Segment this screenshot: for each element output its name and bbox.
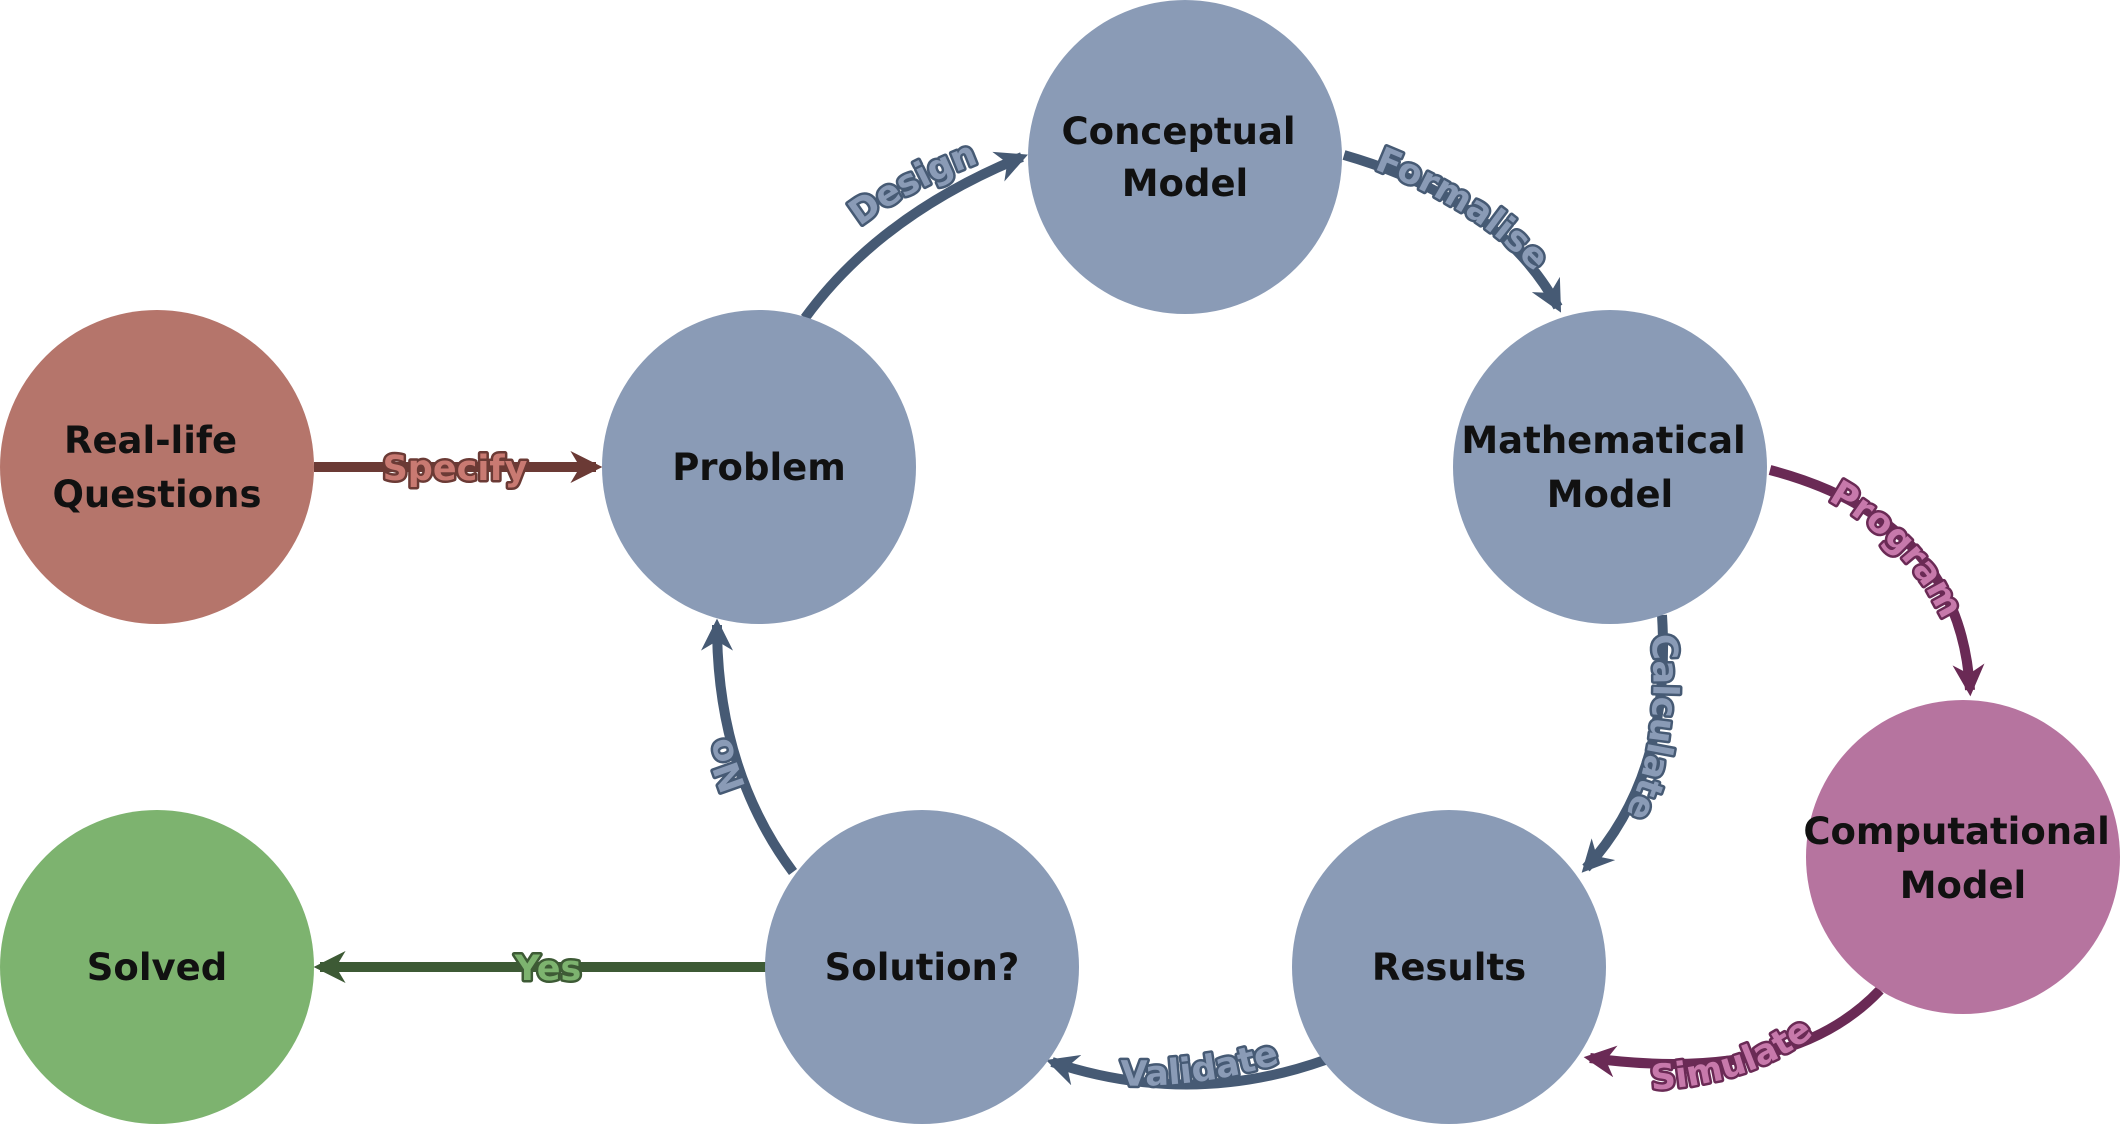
- edge-no-arrow: [701, 618, 798, 875]
- node-solution-label: Solution?: [825, 946, 1020, 989]
- node-computational-model-line-2: Model: [1900, 864, 2027, 907]
- edge-program-arrow: [1768, 465, 1985, 697]
- edge-design-arrow: [800, 151, 1028, 321]
- edge-label-formalise-text: Formalise: [1368, 138, 1559, 281]
- edge-label-specify: Specify: [383, 449, 528, 489]
- edge-simulate-arrow: [1583, 986, 1884, 1078]
- node-mathematical-model-line-2: Model: [1547, 473, 1674, 516]
- node-solution-circle: [765, 810, 1079, 1124]
- node-solved: Solved: [0, 810, 314, 1124]
- edge-calculate-arrow: [1581, 614, 1669, 873]
- edges: [313, 150, 1985, 1090]
- edge-label-validate: Validate: [1120, 1034, 1282, 1095]
- node-mathematical-model-line-1: Mathematical: [1461, 419, 1745, 462]
- edge-label-yes: Yes: [514, 949, 582, 989]
- node-problem-label: Problem: [672, 446, 846, 489]
- node-real-life-questions-circle: [0, 310, 314, 624]
- edge-formalise-arrow: [1342, 150, 1563, 313]
- node-results: Results: [1292, 810, 1606, 1124]
- node-mathematical-model-circle: [1453, 310, 1767, 624]
- node-real-life-questions-line-2: Questions: [52, 473, 261, 516]
- node-conceptual-model-label: Conceptual Model: [1062, 110, 1309, 205]
- node-real-life-questions-line-1: Real-life: [64, 419, 237, 462]
- node-computational-model: Computational Model: [1803, 700, 2120, 1014]
- edge-label-calculate-text: Calculate: [1615, 630, 1687, 829]
- node-conceptual-model-circle: [1028, 0, 1342, 314]
- edge-label-formalise: Formalise: [1370, 140, 1556, 278]
- node-conceptual-model-line-2: Model: [1122, 162, 1249, 205]
- edge-validate-arrow: [1045, 1054, 1327, 1090]
- node-computational-model-circle: [1806, 700, 2120, 1014]
- edge-label-program: Program: [1823, 473, 1970, 624]
- node-conceptual-model: Conceptual Model: [1028, 0, 1342, 314]
- node-results-label: Results: [1372, 946, 1526, 989]
- edge-label-calculate: Calculate: [1618, 633, 1685, 827]
- node-mathematical-model-label: Mathematical Model: [1461, 419, 1758, 516]
- node-mathematical-model: Mathematical Model: [1453, 310, 1767, 624]
- node-real-life-questions: Real-life Questions: [0, 310, 314, 624]
- node-problem-circle: [602, 310, 916, 624]
- edge-label-simulate-text: Simulate: [1647, 1007, 1823, 1101]
- node-results-circle: [1292, 810, 1606, 1124]
- node-solution: Solution?: [765, 810, 1079, 1124]
- node-solved-label: Solved: [87, 946, 227, 989]
- node-solved-circle: [0, 810, 314, 1124]
- edge-label-simulate: Simulate: [1649, 1010, 1820, 1099]
- node-conceptual-model-line-1: Conceptual: [1062, 110, 1296, 153]
- node-problem: Problem: [602, 310, 916, 624]
- node-computational-model-label: Computational Model: [1803, 810, 2120, 907]
- node-computational-model-line-1: Computational: [1803, 810, 2109, 853]
- edge-label-program-text: Program: [1821, 471, 1973, 627]
- edge-label-validate-text: Validate: [1118, 1031, 1285, 1097]
- node-real-life-questions-label: Real-life Questions: [52, 419, 261, 516]
